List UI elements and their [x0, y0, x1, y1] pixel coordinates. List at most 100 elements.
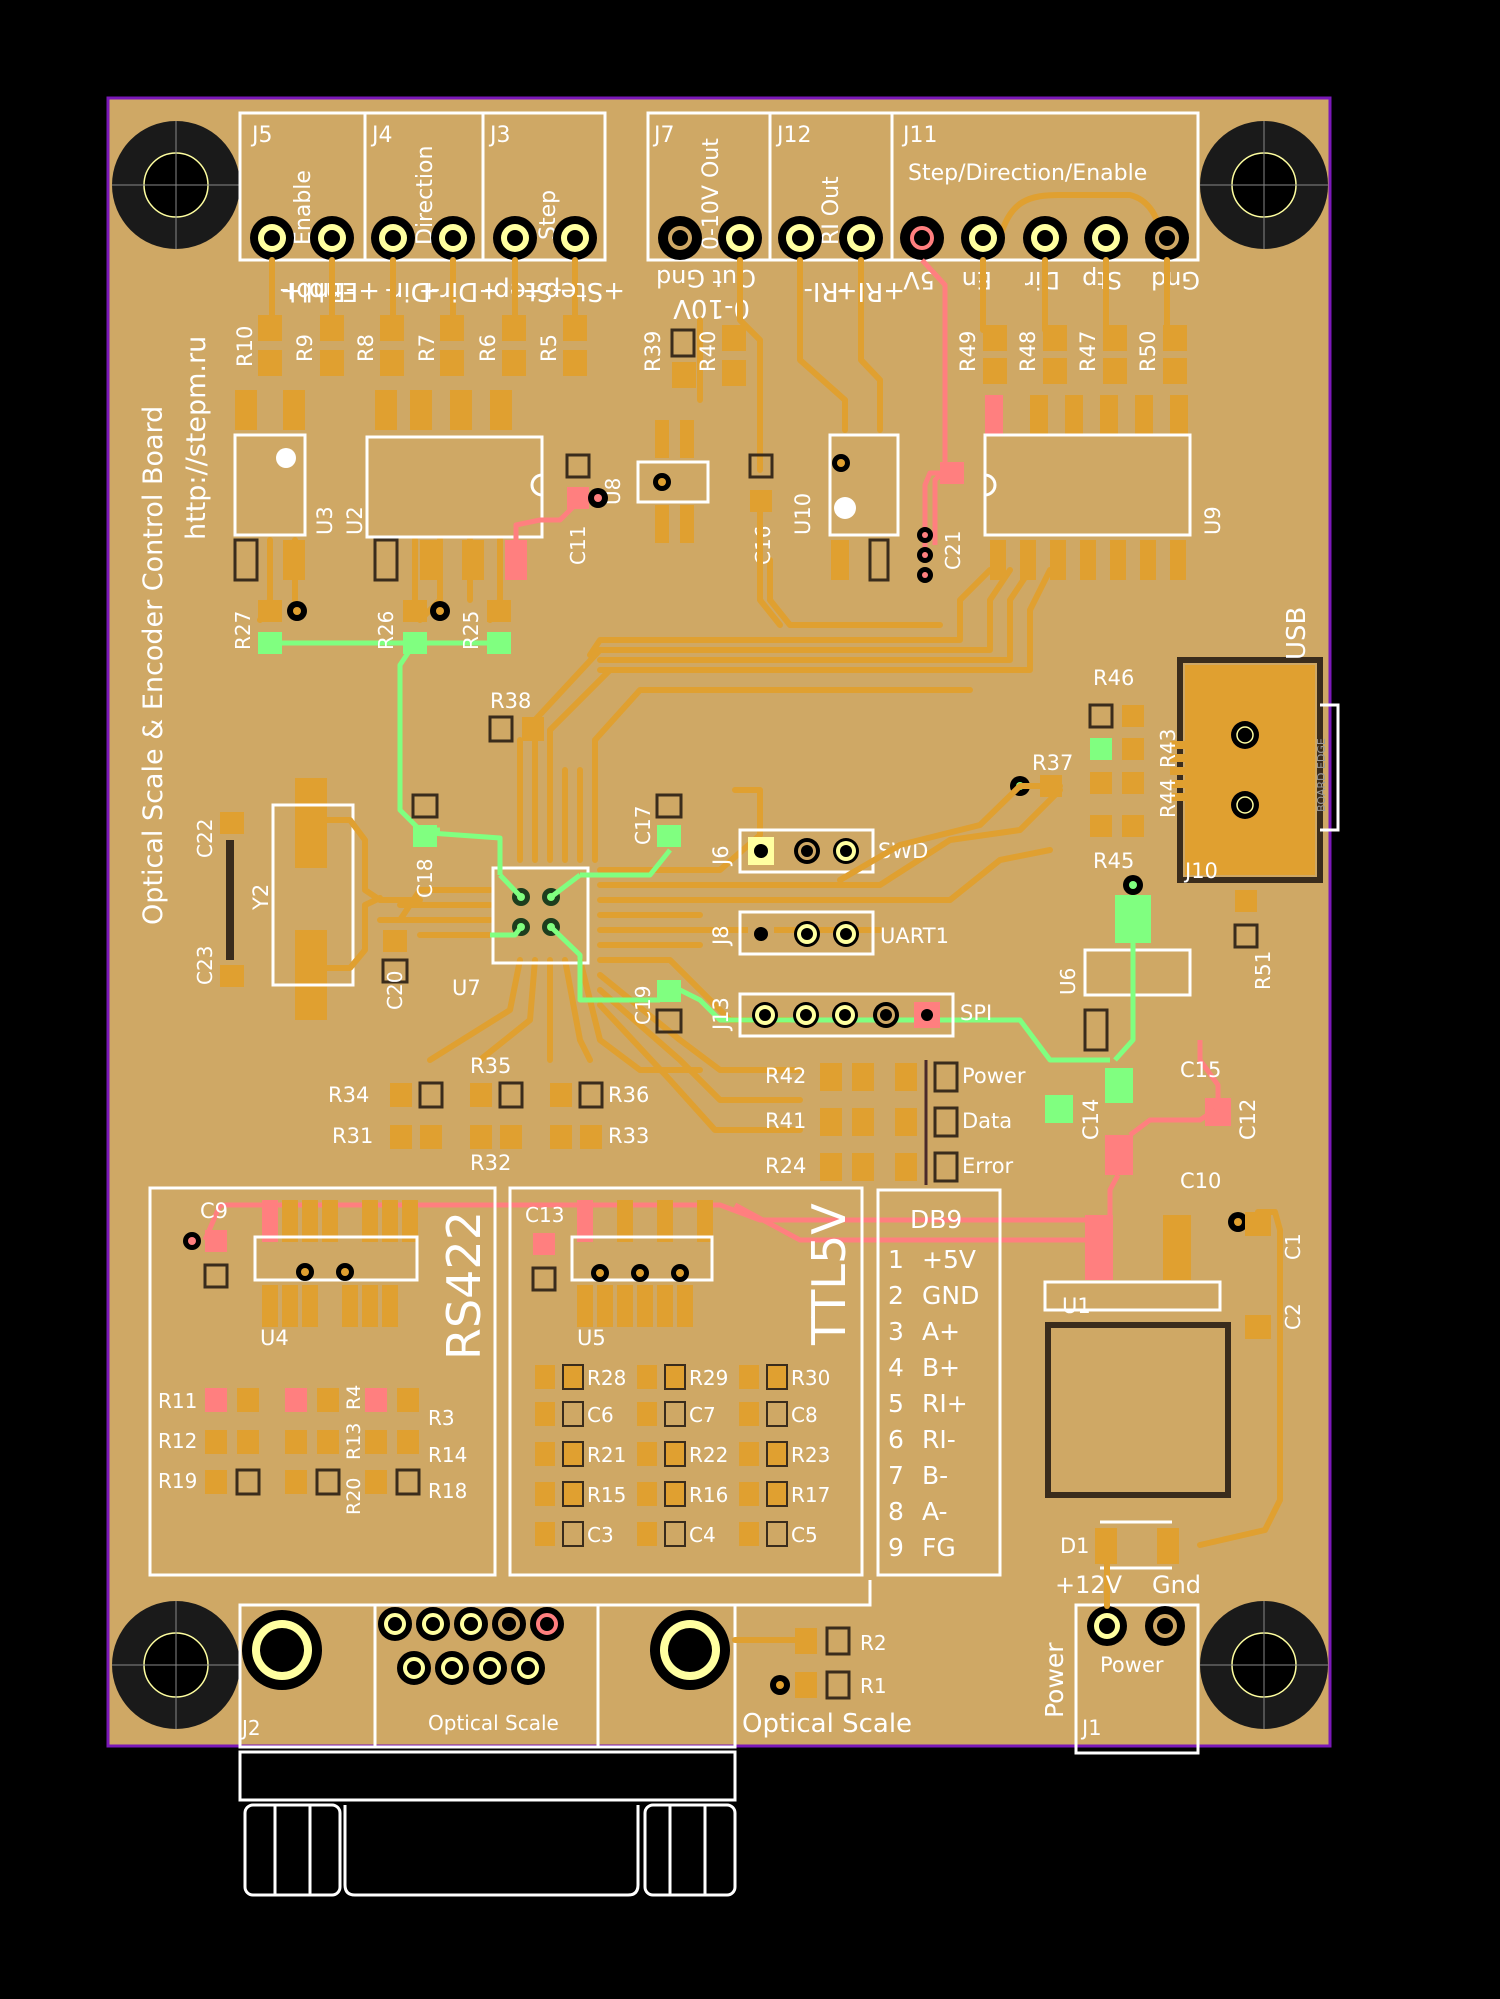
cap-c19: C19 — [631, 980, 1110, 1063]
label-c4: C4 — [689, 1523, 716, 1547]
resistors-r1-r2: R2 R1 — [732, 1626, 887, 1700]
label-r43: R43 — [1156, 729, 1180, 768]
label-r32: R32 — [470, 1151, 511, 1175]
label-c18: C18 — [413, 859, 437, 898]
j1-pin-gnd: Gnd — [1152, 1571, 1201, 1599]
led-indicators: R42 R41 R24 Power Data Error — [765, 1060, 1026, 1185]
j13-label: SPI — [960, 1001, 992, 1025]
j13-ref: J13 — [709, 997, 733, 1032]
usb-label: USB — [1282, 607, 1312, 660]
smd-pad — [637, 1482, 657, 1506]
smd-pad — [535, 1365, 555, 1389]
db9-pin-number: 3 — [888, 1317, 904, 1346]
usb-resistors: R46 R37 R45 R43 R44 R51 — [837, 666, 1275, 990]
usb-connector-j10[interactable]: BOARD EDGE USB J10 — [1170, 607, 1340, 883]
label-c11: C11 — [566, 526, 590, 565]
mounting-hole-top-left — [112, 121, 240, 249]
mounting-hole-top-right — [1200, 121, 1328, 249]
label-r48: R48 — [1016, 331, 1040, 372]
ttl5v-block: TTL5V U5 C13 — [508, 1186, 864, 1577]
label-r20: R20 — [343, 1478, 365, 1515]
smd-pad — [766, 1441, 788, 1467]
db9-pin-signal: RI- — [922, 1425, 956, 1454]
label-r16: R16 — [689, 1483, 728, 1507]
smd-pad — [739, 1442, 759, 1466]
db9-pin-signal: A+ — [922, 1317, 960, 1346]
smd-pad — [664, 1364, 686, 1390]
j2-ref: J2 — [240, 1716, 261, 1740]
connector-j11[interactable]: J11 Step/Direction/Enable 5V En Dir Stp … — [890, 111, 1200, 294]
label-r37: R37 — [1032, 751, 1073, 775]
label-r39: R39 — [641, 331, 665, 372]
label-r38: R38 — [490, 689, 531, 713]
j12-pin-plus-label: +RI+ — [836, 276, 905, 306]
label-r51: R51 — [1251, 951, 1275, 990]
smd-pad — [535, 1522, 555, 1546]
db9-pin-number: 9 — [888, 1533, 904, 1562]
label-r2: R2 — [860, 1631, 887, 1655]
db9-pin-number: 8 — [888, 1497, 904, 1526]
j6-ref: J6 — [709, 845, 733, 867]
db9-pin-number: 4 — [888, 1353, 904, 1382]
db9-pin-drill — [407, 1661, 421, 1675]
label-r42: R42 — [765, 1064, 806, 1088]
label-c9: C9 — [200, 1199, 228, 1223]
j1-ref: J1 — [1080, 1716, 1102, 1740]
header-j6-swd[interactable]: J6 SWD — [709, 828, 928, 874]
connector-j7[interactable]: J7 0-10V Out Gnd Out 0-10V — [646, 111, 772, 323]
db9-pin-number: 6 — [888, 1425, 904, 1454]
j3-ref: J3 — [488, 123, 511, 148]
label-c5: C5 — [791, 1523, 818, 1547]
db9-pin-drill — [502, 1617, 516, 1631]
label-r46: R46 — [1093, 666, 1134, 690]
label-r5: R5 — [537, 334, 561, 362]
label-u9: U9 — [1201, 506, 1225, 535]
smd-pad — [766, 1364, 788, 1390]
j4-pin-plus-label: +Dir+ — [418, 276, 500, 306]
db9-pin-drill — [521, 1661, 535, 1675]
resistor-pads-top — [258, 315, 1187, 388]
smd-pad — [562, 1401, 584, 1427]
connector-j5[interactable]: J5 Enable -Enbl- +Enbl+ — [238, 111, 482, 306]
label-r49: R49 — [956, 331, 980, 372]
cap-c22-c23: C22 C23 — [193, 812, 244, 987]
smd-pad — [562, 1364, 584, 1390]
label-c1: C1 — [1281, 1233, 1305, 1260]
smd-pad — [664, 1401, 686, 1427]
db9-pin-number: 1 — [888, 1245, 904, 1274]
cap-c16: C16 — [748, 453, 783, 628]
crystal-y2: Y2 — [249, 778, 423, 1020]
power-connector-j1[interactable]: +12V Gnd Power J1 Power — [1040, 1561, 1201, 1755]
j2-outer-label: Optical Scale — [742, 1709, 912, 1739]
label-r12: R12 — [158, 1429, 197, 1453]
smd-pad — [739, 1402, 759, 1426]
header-j13-spi[interactable]: J13 SPI — [709, 992, 992, 1038]
label-r41: R41 — [765, 1109, 806, 1133]
ttl5v-label: TTL5V — [802, 1203, 856, 1346]
smd-pad — [739, 1522, 759, 1546]
cap-c18: C18 — [411, 793, 439, 898]
label-r15: R15 — [587, 1483, 626, 1507]
connector-j4[interactable]: J4 Direction -Dir- — [363, 111, 485, 306]
db9-connector-j2[interactable]: J2 Optical Scale Optical Scale — [238, 1580, 912, 1749]
label-r22: R22 — [689, 1443, 728, 1467]
db9-pin-signal: B- — [922, 1461, 948, 1490]
j2-label: Optical Scale — [428, 1711, 559, 1735]
label-r13: R13 — [343, 1423, 365, 1460]
db9-pin-number: 2 — [888, 1281, 904, 1310]
label-c7: C7 — [689, 1403, 716, 1427]
connector-j3[interactable]: J3 Step -Step- — [481, 111, 607, 306]
j5-ref: J5 — [250, 123, 273, 148]
diode-d1: D1 — [1060, 1520, 1179, 1570]
smd-pad — [535, 1442, 555, 1466]
header-j8-uart1[interactable]: J8 UART1 — [709, 910, 949, 956]
db9-pin-signal: GND — [922, 1281, 979, 1310]
label-c2: C2 — [1281, 1303, 1305, 1330]
led-power-label: Power — [962, 1064, 1026, 1088]
label-c15: C15 — [1180, 1058, 1221, 1082]
label-r23: R23 — [791, 1443, 830, 1467]
label-c12: C12 — [1236, 1099, 1260, 1140]
label-c14: C14 — [1079, 1099, 1103, 1140]
label-r44: R44 — [1156, 779, 1180, 818]
